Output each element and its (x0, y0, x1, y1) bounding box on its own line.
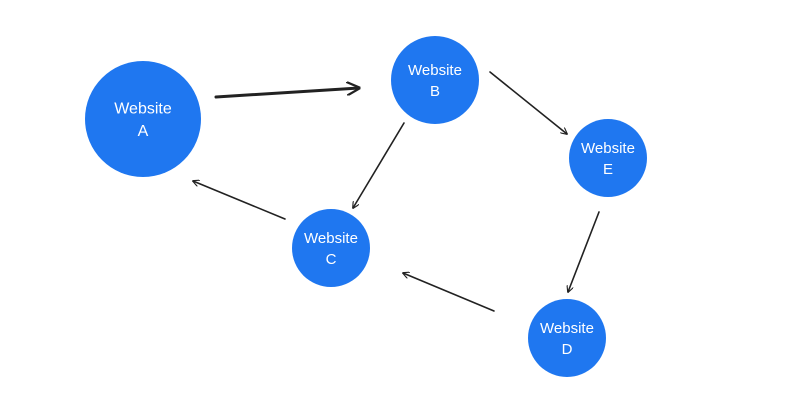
node-circle (569, 119, 647, 197)
node-label-line1: Website (114, 100, 172, 117)
node-label-line1: Website (581, 140, 635, 157)
edges-layer (193, 71, 600, 312)
node-label-line2: A (138, 123, 149, 140)
edge-arrow-c-to-a (193, 181, 286, 220)
edge-arrow-d-to-c (403, 273, 495, 312)
node-circle (528, 299, 606, 377)
node-label-line2: C (326, 251, 337, 268)
node-label-line2: D (562, 341, 573, 358)
node-circle (391, 36, 479, 124)
edge-arrow-a-to-b (214, 88, 359, 99)
node-label-line1: Website (408, 62, 462, 79)
node-circle (85, 61, 201, 177)
node-label-line2: E (603, 161, 613, 178)
edge-arrow-b-to-c (353, 122, 405, 208)
node-label-line1: Website (540, 320, 594, 337)
edge-arrow-b-to-e (489, 71, 567, 134)
node-circle (292, 209, 370, 287)
node-label-line1: Website (304, 230, 358, 247)
edge-arrow-e-to-d (568, 211, 600, 292)
node-label-line2: B (430, 83, 440, 100)
